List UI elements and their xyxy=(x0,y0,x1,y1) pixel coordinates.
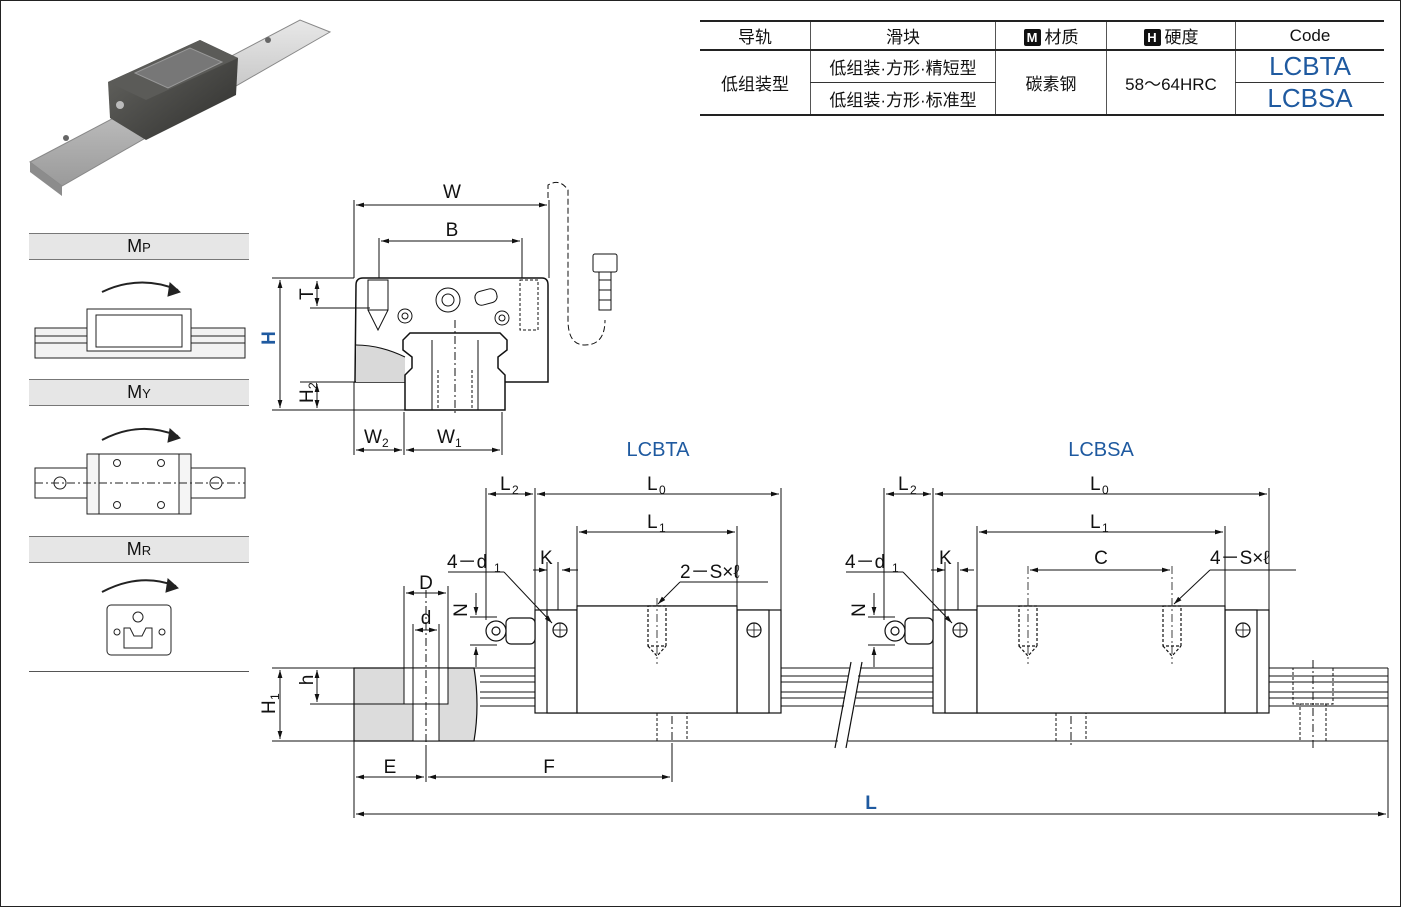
header-rail: 导轨 xyxy=(700,20,811,51)
dim-k-lcbsa-label: K xyxy=(939,548,952,569)
header-block: 滑块 xyxy=(810,20,996,51)
dim-big-d-label: D xyxy=(419,573,433,594)
dim-h2-label: H2 xyxy=(297,382,320,403)
dim-d1-lcbsa-label: 4－d 1 xyxy=(845,552,899,575)
code-lcbta[interactable]: LCBTA xyxy=(1235,50,1384,83)
cross-section-dimensions xyxy=(272,200,550,455)
dim-t-label: T xyxy=(297,288,318,300)
svg-text:2: 2 xyxy=(306,382,320,389)
dim-sl-lcbta-label: 2－S×ℓ xyxy=(680,562,739,583)
svg-text:4－d: 4－d xyxy=(447,552,487,573)
svg-text:1: 1 xyxy=(1102,521,1109,535)
svg-text:4－d: 4－d xyxy=(845,552,885,573)
svg-text:H: H xyxy=(259,700,280,714)
svg-text:0: 0 xyxy=(659,483,666,497)
dim-l-label: L xyxy=(865,793,877,814)
svg-text:1: 1 xyxy=(659,521,666,535)
svg-text:L: L xyxy=(1090,474,1101,495)
moment-my-header: MY xyxy=(29,379,249,406)
svg-text:2: 2 xyxy=(382,436,389,450)
lcbsa-block xyxy=(884,566,1270,714)
moment-panel-bottom-rule xyxy=(29,671,249,672)
svg-text:H: H xyxy=(297,389,318,403)
svg-text:L: L xyxy=(647,512,658,533)
cross-section-view xyxy=(354,181,618,415)
dim-n-lcbsa-label: N xyxy=(849,603,870,617)
svg-text:L: L xyxy=(1090,512,1101,533)
material-value: 碳素钢 xyxy=(995,50,1107,116)
dim-c-label: C xyxy=(1094,548,1108,569)
svg-text:L: L xyxy=(647,474,658,495)
svg-text:2: 2 xyxy=(512,483,519,497)
dim-d1-lcbta-label: 4－d 1 xyxy=(447,552,501,575)
lcbta-block xyxy=(485,598,782,714)
code-lcbsa[interactable]: LCBSA xyxy=(1235,82,1384,116)
dim-f-label: F xyxy=(543,757,555,778)
product-photo xyxy=(29,19,332,196)
svg-text:2: 2 xyxy=(910,483,917,497)
dim-n-lcbta-label: N xyxy=(451,603,472,617)
moment-mr-header: MR xyxy=(29,536,249,563)
dim-e-label: E xyxy=(384,757,397,778)
svg-text:1: 1 xyxy=(268,693,282,700)
dim-h-label: H xyxy=(259,331,280,345)
material-badge-icon: M xyxy=(1023,29,1041,46)
moment-mp-header: MP xyxy=(29,233,249,260)
header-code: Code xyxy=(1235,20,1384,51)
svg-text:L: L xyxy=(500,474,511,495)
block-type-1: 低组装·方形·精短型 xyxy=(810,50,996,83)
side-view-dimensions xyxy=(272,488,1389,818)
svg-text:1: 1 xyxy=(494,561,501,575)
mp-diagram xyxy=(34,281,246,359)
svg-text:1: 1 xyxy=(455,436,462,450)
svg-text:W: W xyxy=(364,427,382,448)
svg-text:1: 1 xyxy=(892,561,899,575)
svg-text:W: W xyxy=(437,427,455,448)
dim-h-rail-label: h xyxy=(297,675,318,686)
lcbta-view-title: LCBTA xyxy=(627,439,691,461)
hardness-value: 58～64HRC xyxy=(1106,50,1236,116)
dim-h1-label: H1 xyxy=(259,693,282,714)
rail-type: 低组装型 xyxy=(700,50,811,116)
dim-w-label: W xyxy=(443,182,461,203)
dim-k-lcbta-label: K xyxy=(540,548,553,569)
dim-small-d-label: d xyxy=(421,608,432,629)
dim-sl-lcbsa-label: 4－S×ℓ xyxy=(1210,548,1269,569)
lcbsa-view-title: LCBSA xyxy=(1068,439,1134,461)
rail-side-view xyxy=(353,590,1389,749)
hardness-badge-icon: H xyxy=(1143,29,1161,46)
block-type-2: 低组装·方形·标准型 xyxy=(810,82,996,116)
mr-diagram xyxy=(101,578,179,656)
my-diagram xyxy=(34,427,246,515)
svg-text:L: L xyxy=(898,474,909,495)
svg-text:0: 0 xyxy=(1102,483,1109,497)
dim-b-label: B xyxy=(446,220,459,241)
